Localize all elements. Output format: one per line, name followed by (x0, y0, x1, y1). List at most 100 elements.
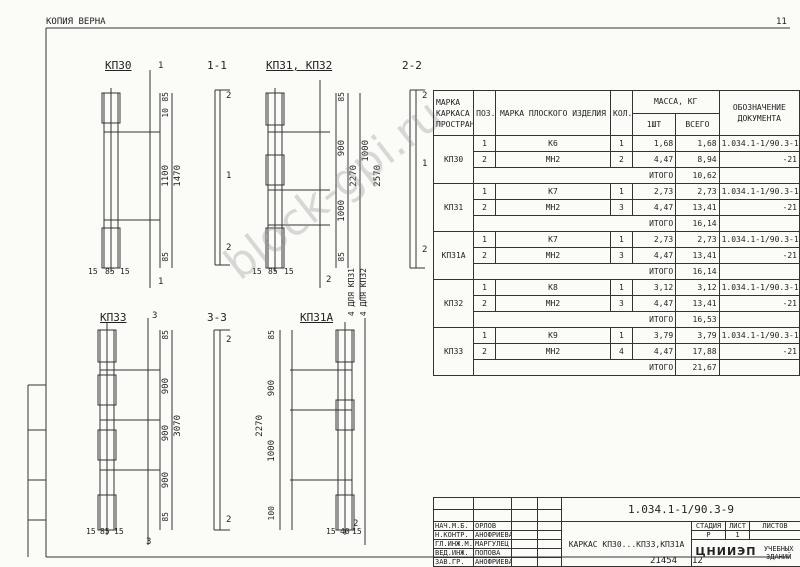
col-qty: КОЛ. (610, 90, 633, 136)
qty-cell: 3 (610, 247, 633, 264)
qty-cell: 2 (610, 151, 633, 168)
dim-40: 40 (340, 527, 350, 536)
mass-one-cell: 2,73 (631, 231, 677, 248)
doc-cell: -21 (718, 151, 800, 168)
qty-cell: 1 (610, 279, 633, 296)
page-number: 12 (692, 556, 703, 566)
dim-3070: 3070 (173, 415, 183, 437)
pos-mark-2: 2 (226, 243, 232, 253)
title-block: 1.034.1-1/90.3-9 НАЧ.М.Б. ОРЛОВ КАРКАС К… (433, 497, 800, 567)
col-mass-total: ВСЕГО (685, 120, 710, 129)
cut-mark-1: 1 (158, 277, 164, 287)
pos-mark-2: 2 (226, 515, 232, 525)
flat-mark-cell: К7 (494, 183, 612, 200)
stage-label: СТАДИЯ (691, 521, 726, 531)
person: ОРЛОВ (473, 521, 512, 531)
dim-85: 85 (161, 512, 170, 522)
flat-mark-cell: К7 (494, 231, 612, 248)
frame-mark: КП33 (432, 327, 475, 376)
doc-cell: -21 (718, 343, 800, 360)
dim-15: 15 (114, 527, 124, 536)
doc-cell: -21 (718, 199, 800, 216)
doc-cell: -21 (718, 247, 800, 264)
mass-one-cell: 2,73 (631, 183, 677, 200)
qty-cell: 4 (610, 343, 633, 360)
mass-total-cell: 13,41 (675, 247, 720, 264)
qty-cell: 3 (610, 295, 633, 312)
mass-total-cell: 8,94 (675, 151, 720, 168)
section-3-3 (213, 329, 230, 531)
label-kp30: КП30 (105, 59, 132, 72)
dim-1470: 1470 (173, 165, 183, 187)
dim-85: 85 (161, 252, 170, 262)
mass-one-cell: 1,68 (631, 135, 677, 152)
org-logo: ЦНИИЭП (695, 545, 757, 558)
dim-85: 85 (161, 330, 170, 340)
col-designation: ОБОЗНАЧЕНИЕ ДОКУМЕНТА (718, 90, 800, 136)
dim-85: 85 (337, 252, 346, 262)
sheet-number: 11 (776, 17, 787, 27)
inventory-number: 21454 (650, 556, 678, 566)
dim-15: 15 (326, 527, 336, 536)
mass-total-cell: 2,73 (675, 231, 720, 248)
label-kp33: КП33 (100, 311, 127, 324)
dim-15: 15 (120, 267, 130, 276)
flat-mark-cell: МН2 (494, 151, 612, 168)
frame-mark: КП31А (432, 231, 475, 280)
col-mark-frame: МАРКА КАРКАСА ПРОСТРАНС (432, 90, 475, 136)
kp33-elevation (97, 318, 173, 545)
doc-code: 1.034.1-1/90.3-9 (560, 497, 800, 522)
dim-85: 85 (267, 330, 276, 340)
dim-15: 15 (284, 267, 294, 276)
mass-total-cell: 17,88 (675, 343, 720, 360)
doc-cell: 1.034.1-1/90.3-19 (718, 327, 800, 344)
mass-one-cell: 4,47 (631, 151, 677, 168)
kp31-elevation (265, 80, 361, 300)
dim-15: 15 (252, 267, 262, 276)
col-mass: МАССА, КГ (633, 92, 719, 114)
cut-mark-1: 1 (158, 61, 164, 71)
section-2-2 (409, 89, 425, 269)
person: МАРГУЛЕЦ (473, 539, 512, 549)
dim-900: 900 (161, 425, 171, 442)
pos-cell: 1 (473, 279, 496, 296)
label-section-3-3: 3-3 (207, 311, 227, 324)
dim-85: 85 (268, 267, 278, 276)
mass-total-cell: 13,41 (675, 295, 720, 312)
copy-stamp: КОПИЯ ВЕРНА (46, 17, 106, 27)
col-mass-one: 1ШТ (633, 114, 677, 135)
dim-100: 100 (267, 506, 276, 521)
doc-cell: 1.034.1-1/90.3-19 (718, 279, 800, 296)
pos-cell: 1 (473, 327, 496, 344)
mass-one-cell: 4,47 (631, 199, 677, 216)
sheet-label: ЛИСТ (725, 521, 750, 531)
col-mark-flat: МАРКА ПЛОСКОГО ИЗДЕЛИЯ (494, 90, 612, 136)
pos-cell: 2 (473, 247, 496, 264)
label-kp31-kp32: КП31, КП32 (266, 59, 333, 72)
specification-table: МАРКА КАРКАСА ПРОСТРАНС ПОЗ. МАРКА ПЛОСК… (432, 90, 800, 376)
pos-mark-2: 2 (422, 91, 428, 101)
dim-85: 85 (161, 92, 170, 102)
total-value: 21,67 (675, 359, 720, 376)
total-label: ИТОГО (473, 311, 677, 328)
total-label: ИТОГО (473, 167, 677, 184)
total-label: ИТОГО (473, 359, 677, 376)
mass-one-cell: 4,47 (631, 247, 677, 264)
flat-mark-cell: К8 (494, 279, 612, 296)
dim-2270: 2270 (255, 415, 265, 437)
pos-mark-2: 2 (353, 519, 359, 529)
dim-15: 15 (86, 527, 96, 536)
dim-15: 15 (88, 267, 98, 276)
flat-mark-cell: МН2 (494, 295, 612, 312)
section-1-1 (214, 89, 230, 266)
